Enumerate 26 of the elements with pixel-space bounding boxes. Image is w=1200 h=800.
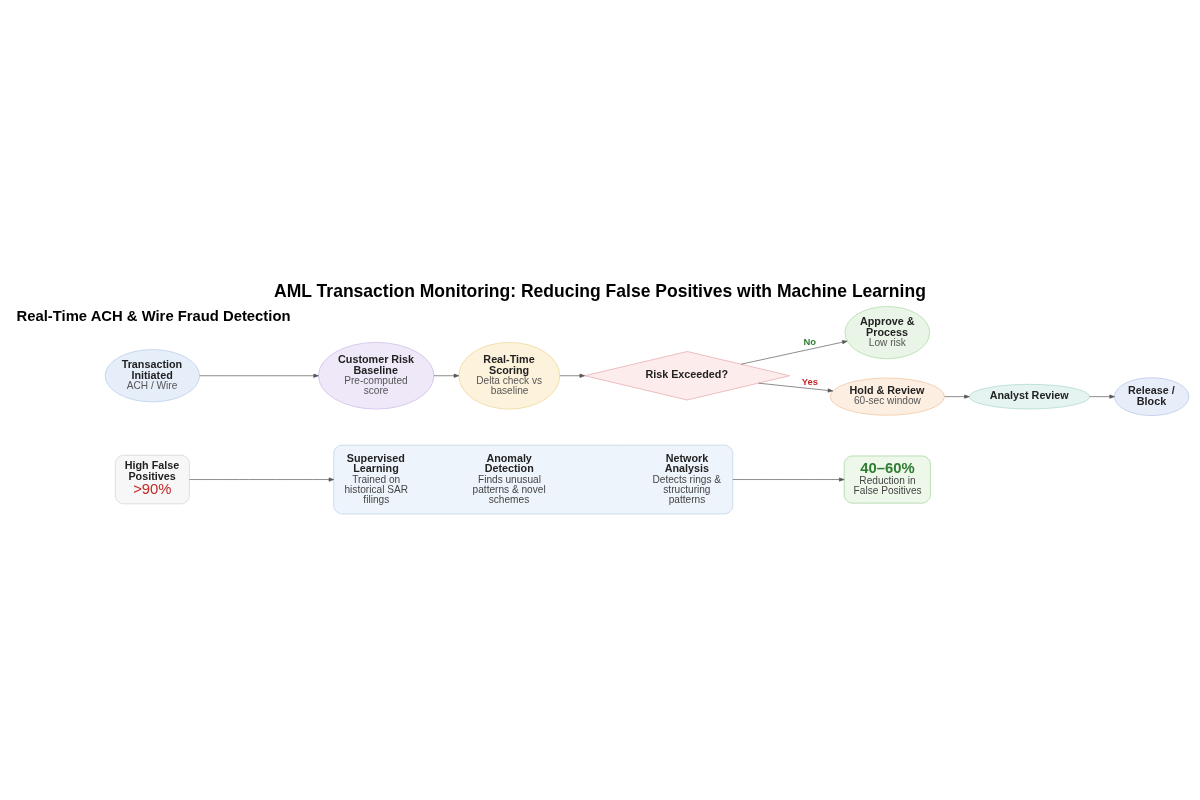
arrow	[433, 373, 460, 378]
node-ellipse: Analyst Review	[969, 384, 1090, 410]
node-ellipse: Transaction Initiated ACH / Wire	[104, 349, 200, 403]
diagram-title: AML Transaction Monitoring: Reducing False Positives with Machine Learning	[274, 280, 926, 301]
node-ellipse: Real-Time Scoring Delta check vs baseline	[458, 342, 561, 410]
cluster	[333, 444, 734, 515]
arrow	[732, 477, 845, 482]
node-ellipse: Approve & Process Low risk	[844, 306, 931, 360]
arrow	[1089, 394, 1115, 399]
arrow	[944, 394, 970, 399]
edge-label: Yes	[801, 376, 819, 388]
node-ellipse: Release / Block	[1114, 377, 1190, 416]
node-text: Supervised Learning Trained on historical SAR filings	[344, 451, 408, 505]
arrow	[758, 382, 834, 393]
edge-label: No	[803, 335, 817, 347]
node-text: Anomaly Detection Finds unusual patterns & novel schemes	[472, 451, 546, 505]
node-diamond: Risk Exceeded?	[584, 351, 790, 401]
node-box: 40–60% Reduction in False Positives	[843, 455, 931, 504]
node-ellipse: Customer Risk Baseline Pre-computed score	[318, 342, 435, 410]
node-box: High False Positives >90%	[114, 454, 190, 505]
label: Real-Time ACH & Wire Fraud Detection	[16, 307, 291, 324]
node-text: Network Analysis Detects rings & structuring patterns	[652, 451, 722, 505]
arrow	[740, 340, 848, 365]
arrow	[189, 477, 335, 482]
arrow	[559, 373, 585, 378]
arrow	[199, 373, 319, 378]
